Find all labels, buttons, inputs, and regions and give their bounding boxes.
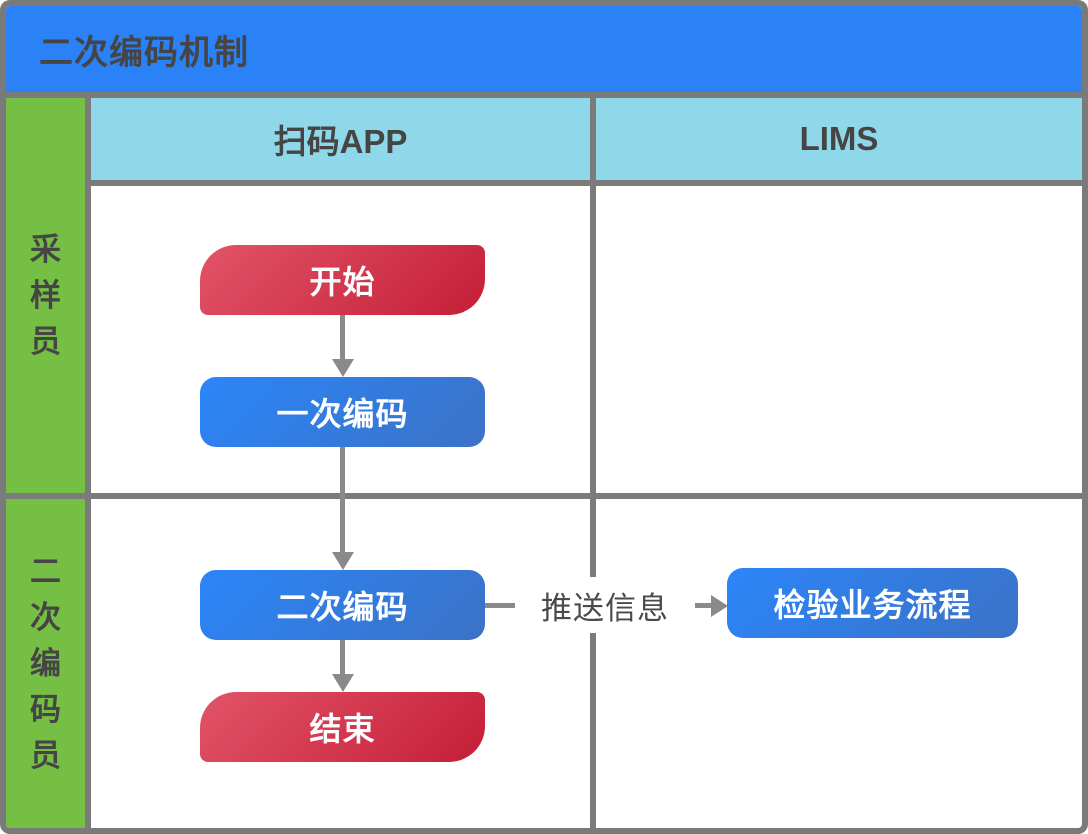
grid-line-lane-divider (6, 493, 1082, 499)
grid-line-column-divider (590, 98, 596, 828)
flow-node-inspection-flow: 检验业务流程 (727, 568, 1018, 638)
column-header-lims: LIMS (596, 98, 1082, 180)
connector-second-coding-to-end (340, 640, 345, 676)
column-header-lims-label: LIMS (799, 120, 879, 157)
column-header-scan-app: 扫码APP (91, 98, 590, 180)
column-header-scan-app-label: 扫码APP (273, 123, 408, 160)
connector-start-to-first-coding (340, 315, 345, 361)
diagram-title-bar: 二次编码机制 (6, 6, 1082, 92)
grid-line-lane-column-right (85, 98, 91, 828)
arrowhead-down-icon (332, 674, 354, 692)
lane-label-secondary-coder: 二次编码员 (30, 553, 61, 773)
grid-line-under-column-headers (91, 180, 1082, 186)
lane-cell-sampler: 采样员 (6, 98, 85, 493)
arrowhead-right-icon (711, 595, 728, 617)
diagram-title: 二次编码机制 (39, 33, 249, 72)
flow-node-first-coding: 一次编码 (200, 377, 485, 447)
arrowhead-down-icon (332, 359, 354, 377)
lane-cell-secondary-coder: 二次编码员 (6, 499, 85, 828)
flow-node-end: 结束 (200, 692, 485, 762)
arrowhead-down-icon (332, 552, 354, 570)
connector-first-to-second-coding (340, 447, 345, 554)
flow-node-second-coding: 二次编码 (200, 570, 485, 640)
edge-label-push-info: 推送信息 (515, 577, 695, 633)
flow-node-start: 开始 (200, 245, 485, 315)
lane-label-sampler: 采样员 (30, 231, 61, 359)
grid-line-under-title (6, 92, 1082, 98)
